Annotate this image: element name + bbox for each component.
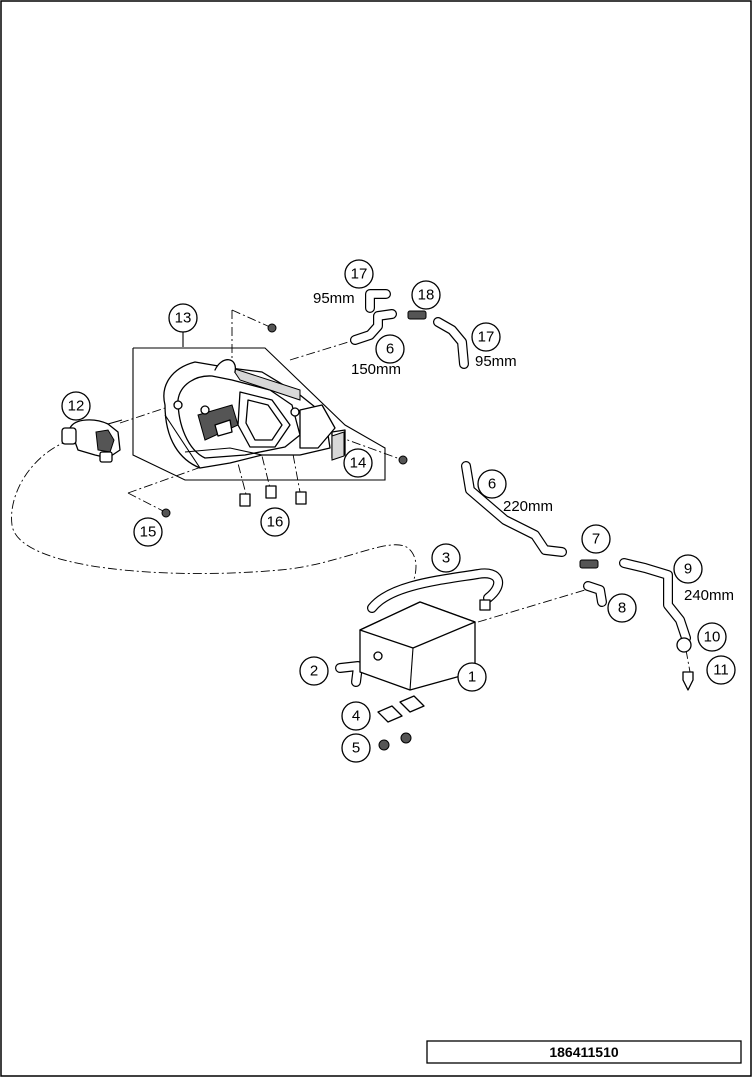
callout-circle [168, 303, 198, 333]
callout-text: 17 [478, 329, 495, 346]
callout-circle [431, 543, 461, 573]
callout-text: 15 [140, 524, 157, 541]
callout-text: 3 [442, 550, 450, 567]
canister-part-1 [359, 599, 491, 691]
callout-text: 10 [704, 629, 721, 646]
callout-6-150mm: 6 150mm [351, 334, 405, 378]
callout-9-240mm: 9 240mm [673, 554, 734, 604]
callout-circle [133, 517, 163, 547]
screws [161, 323, 412, 751]
callout-circle [260, 507, 290, 537]
callout-text: 6 [488, 476, 496, 493]
bracket-assembly-part-13 [163, 359, 346, 507]
callout-circle [477, 469, 507, 499]
callout-text: 95mm [475, 353, 517, 370]
callout-6-220mm: 6 220mm [477, 469, 553, 515]
leader-lines [11, 309, 691, 673]
callout-circle [341, 701, 371, 731]
callout-circle [61, 391, 91, 421]
hoses [335, 289, 691, 687]
callout-text: 220mm [503, 498, 553, 515]
callout-text: 13 [175, 310, 192, 327]
callout-text: 4 [352, 708, 360, 725]
callout-text: 6 [386, 341, 394, 358]
callout-13: 13 [168, 303, 198, 333]
callout-labels: 1 2 3 4 5 6 150mm 6 220mm 7 8 9 240mm 10 11… [61, 259, 736, 763]
callout-circle [375, 334, 405, 364]
callout-5: 5 [341, 733, 371, 763]
callout-2: 2 [299, 656, 329, 686]
callout-circle [607, 593, 637, 623]
callout-text: 18 [418, 287, 435, 304]
callout-circle [341, 733, 371, 763]
callout-circle [471, 322, 501, 352]
callout-14: 14 [343, 448, 373, 478]
drawing-number-box: 186411510 [426, 1040, 742, 1064]
callout-text: 240mm [684, 587, 734, 604]
callout-circle [344, 259, 374, 289]
callout-17-right: 17 95mm [471, 322, 517, 370]
callout-16: 16 [260, 507, 290, 537]
callout-text: 95mm [313, 290, 355, 307]
valve-part-12 [61, 419, 123, 463]
callout-circle [299, 656, 329, 686]
small-parts [377, 637, 694, 723]
callout-text: 17 [351, 266, 368, 283]
callout-7: 7 [581, 524, 611, 554]
callout-17-top: 17 95mm [313, 259, 374, 307]
callout-text: 7 [592, 531, 600, 548]
callout-text: 2 [310, 663, 318, 680]
callout-text: 14 [350, 455, 367, 472]
callout-text: 150mm [351, 361, 401, 378]
callout-8: 8 [607, 593, 637, 623]
callout-text: 16 [267, 514, 284, 531]
callout-text: 12 [68, 398, 85, 415]
callout-18: 18 [411, 280, 441, 310]
callout-1: 1 [457, 662, 487, 692]
callout-circle [343, 448, 373, 478]
callout-12: 12 [61, 391, 91, 421]
drawing-number: 186411510 [549, 1044, 619, 1060]
callout-11: 11 [706, 655, 736, 685]
callout-4: 4 [341, 701, 371, 731]
callout-circle [706, 655, 736, 685]
callout-circle [697, 622, 727, 652]
callout-text: 5 [352, 740, 360, 757]
callout-circle [673, 554, 703, 584]
callout-text: 11 [713, 662, 729, 679]
callout-circle [411, 280, 441, 310]
callout-circle [581, 524, 611, 554]
callout-15: 15 [133, 517, 163, 547]
callout-10: 10 [697, 622, 727, 652]
callout-text: 9 [684, 561, 692, 578]
callout-3: 3 [431, 543, 461, 573]
callout-circle [457, 662, 487, 692]
part-14-pad [331, 431, 345, 461]
callout-text: 8 [618, 600, 626, 617]
callout-text: 1 [468, 669, 476, 686]
